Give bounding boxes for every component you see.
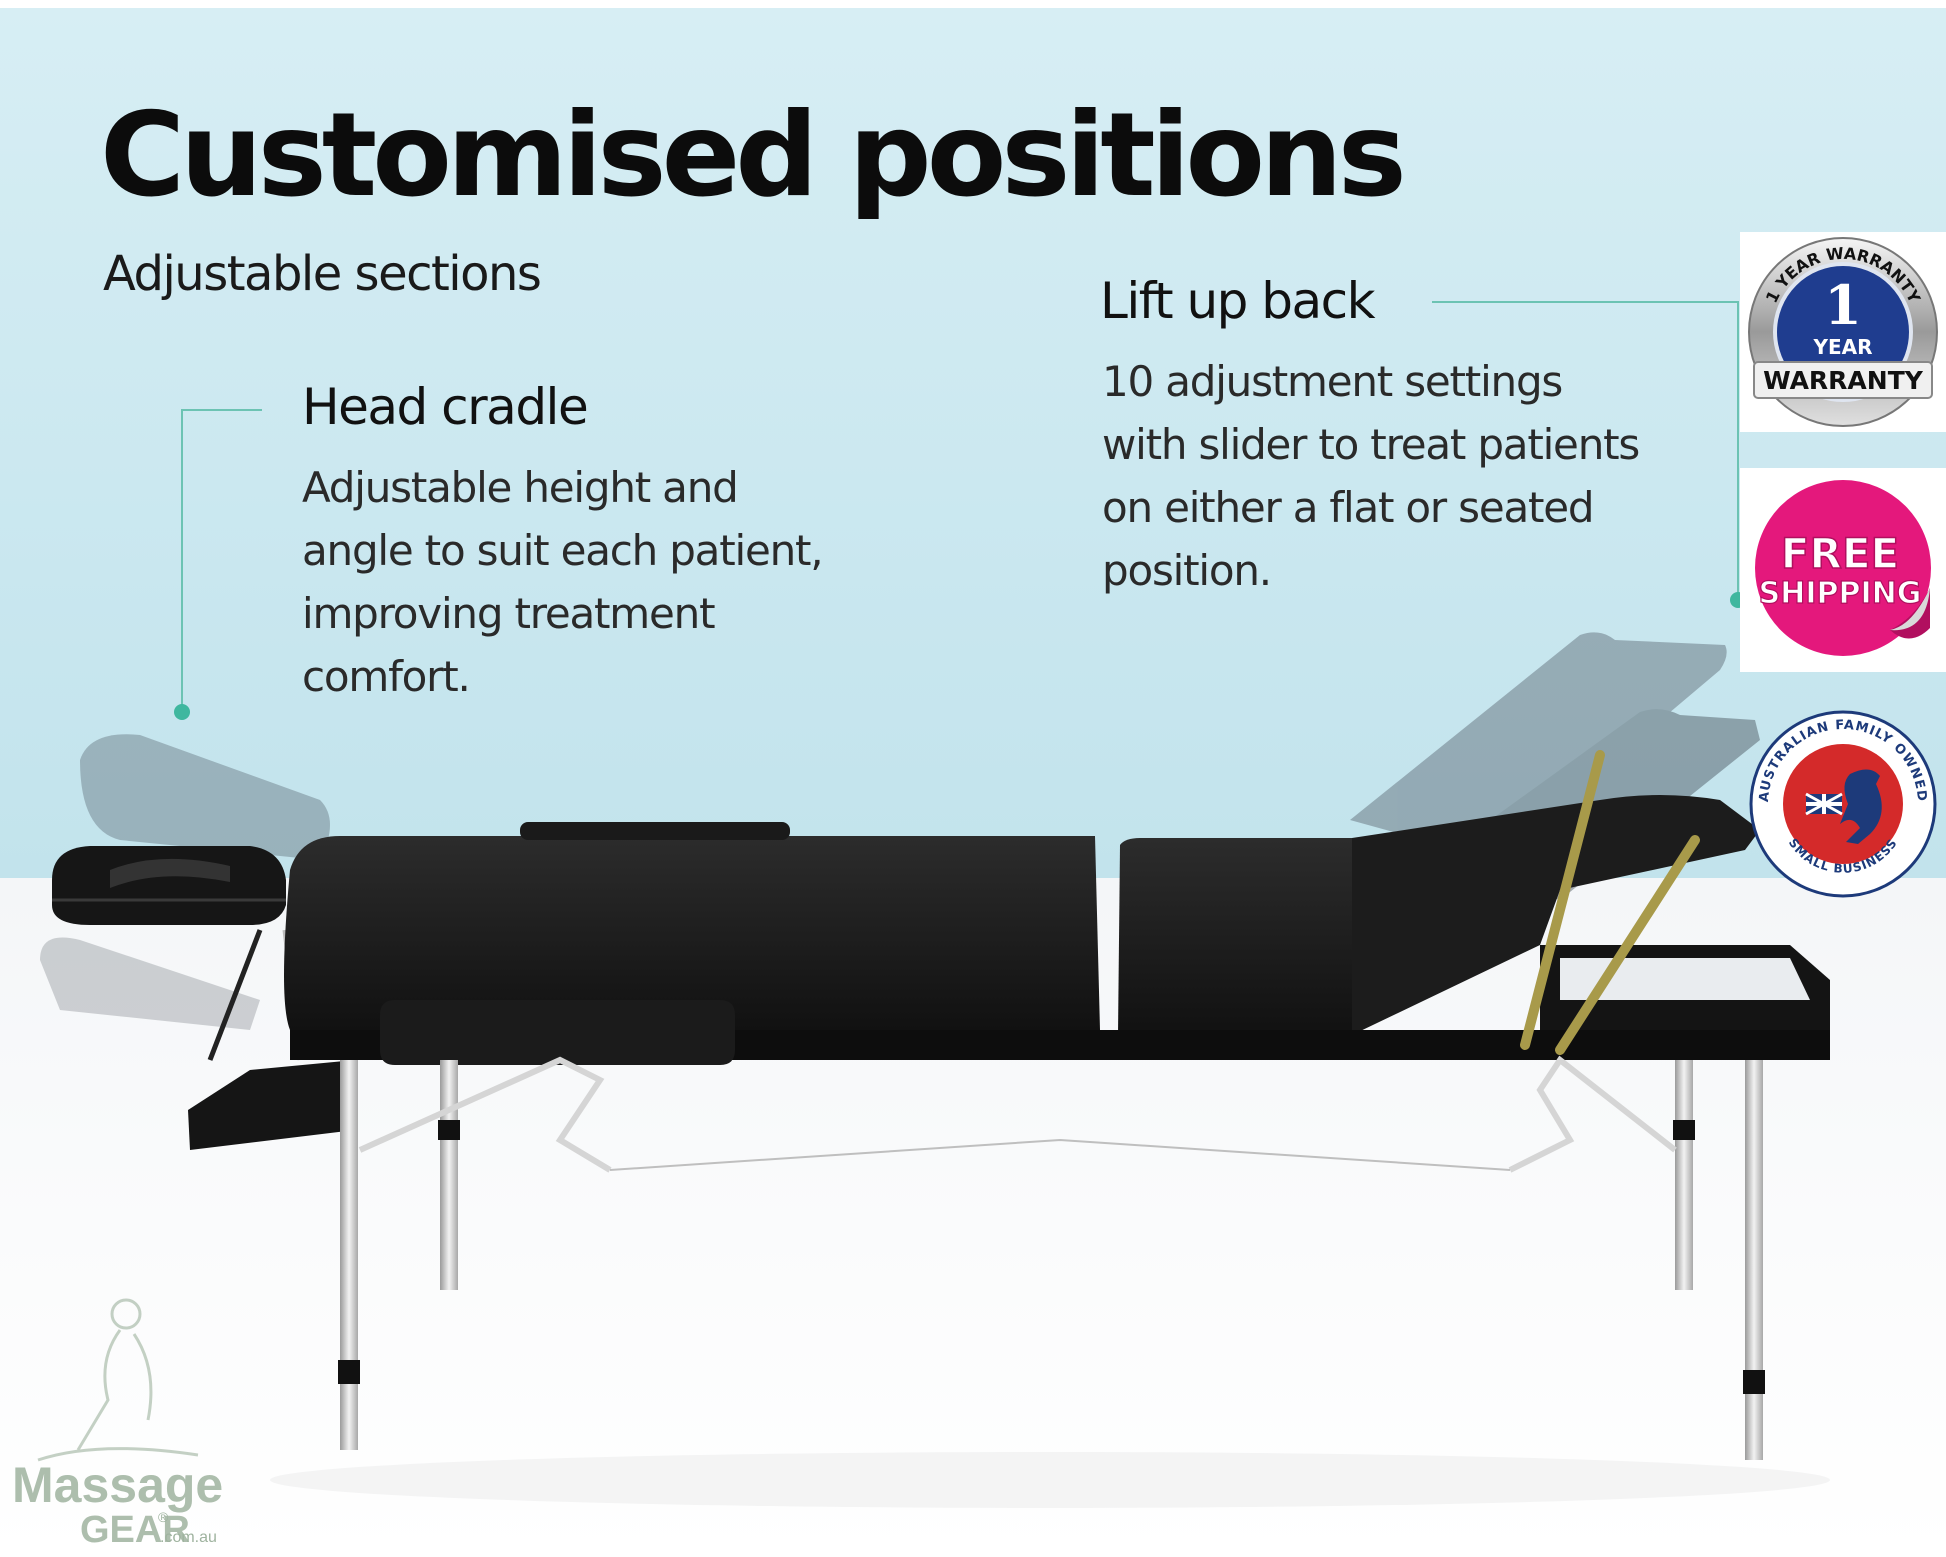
registered-mark: ® xyxy=(158,1509,169,1525)
ghost-head-cradle xyxy=(40,734,330,1030)
feature-desc-lift-up-back: 10 adjustment settings with slider to tr… xyxy=(1102,350,1640,602)
description-line: improving treatment xyxy=(302,589,716,638)
free-shipping-badge: FREE SHIPPING xyxy=(1740,468,1946,672)
wall-background xyxy=(0,8,1946,878)
arm-shelf xyxy=(188,1060,355,1150)
description-line: comfort. xyxy=(302,652,471,701)
massage-figure-icon xyxy=(37,1298,199,1462)
page-subtitle: Adjustable sections xyxy=(103,246,542,302)
feature-title-head-cradle: Head cradle xyxy=(302,378,589,436)
table-legs xyxy=(338,1055,1765,1460)
warranty-label: WARRANTY xyxy=(1763,366,1924,395)
shipping-line1: FREE xyxy=(1781,529,1899,578)
feature-desc-head-cradle: Adjustable height and angle to suit each… xyxy=(302,456,824,708)
family-owned-badge: AUSTRALIAN FAMILY OWNED SMALL BUSINESS xyxy=(1740,704,1946,904)
floor-shadow xyxy=(270,1452,1830,1508)
description-line: angle to suit each patient, xyxy=(302,526,824,575)
description-line: position. xyxy=(1102,546,1272,595)
description-line: Adjustable height and xyxy=(302,463,739,512)
feature-title-lift-up-back: Lift up back xyxy=(1100,272,1376,330)
description-line: 10 adjustment settings xyxy=(1102,357,1563,406)
table-top xyxy=(284,795,1830,1065)
warranty-badge: 1 YEAR WARRANTY 1 YEAR WARRANTY xyxy=(1740,232,1946,432)
warranty-number: 1 xyxy=(1824,273,1862,337)
description-line: with slider to treat patients xyxy=(1102,420,1640,469)
sticker-icon xyxy=(1755,480,1931,656)
callout-line-lift-up-back xyxy=(1432,301,1739,598)
massage-gear-logo: Massage GEAR ® .com.au xyxy=(8,1290,228,1556)
callout-dot-head-cradle xyxy=(174,704,190,720)
callout-line-head-cradle xyxy=(181,409,262,710)
shipping-line2: SHIPPING xyxy=(1759,576,1922,611)
brand-domain: .com.au xyxy=(160,1529,217,1546)
brand-line2: GEAR xyxy=(80,1509,190,1551)
lift-struts xyxy=(1520,750,1700,1055)
warranty-year-text: YEAR xyxy=(1812,335,1872,359)
brand-line1: Massage xyxy=(12,1457,223,1513)
page-title: Customised positions xyxy=(100,88,1407,223)
description-line: on either a flat or seated xyxy=(1102,483,1595,532)
